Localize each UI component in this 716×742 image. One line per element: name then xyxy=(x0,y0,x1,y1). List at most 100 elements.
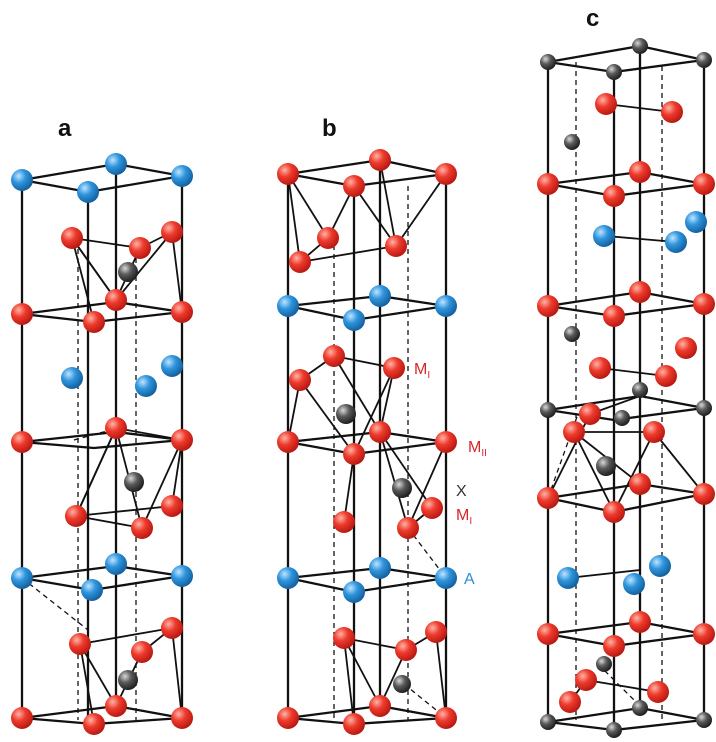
m-atom-red xyxy=(603,635,625,657)
m-atom-red xyxy=(629,281,651,303)
x-atom-gray xyxy=(632,700,648,716)
m-atom-red xyxy=(317,227,339,249)
a-atom-blue xyxy=(135,375,157,397)
label-x: X xyxy=(456,483,467,500)
m-atom-red xyxy=(397,517,419,539)
m-atom-red xyxy=(105,417,127,439)
m-atom-red xyxy=(129,237,151,259)
m-atom-red xyxy=(385,235,407,257)
panel-b-atoms xyxy=(277,149,457,735)
m-atom-red xyxy=(537,173,559,195)
m-atom-red xyxy=(537,623,559,645)
m-atom-red xyxy=(575,669,597,691)
m-atom-red xyxy=(131,641,153,663)
m-atom-red xyxy=(595,93,617,115)
a-atom-blue xyxy=(105,153,127,175)
m-atom-red xyxy=(161,617,183,639)
x-atom-gray xyxy=(564,326,580,342)
m-atom-red xyxy=(333,511,355,533)
m-atom-red xyxy=(693,483,715,505)
m-atom-red xyxy=(11,431,33,453)
x-atom-gray xyxy=(632,382,648,398)
a-atom-blue xyxy=(11,567,33,589)
m-atom-red xyxy=(563,421,585,443)
m-atom-red xyxy=(643,421,665,443)
m-atom-red xyxy=(589,357,611,379)
m-atom-red xyxy=(277,163,299,185)
x-atom-gray xyxy=(632,38,648,54)
m-atom-red xyxy=(579,403,601,425)
x-atom-gray xyxy=(540,402,556,418)
m-atom-red xyxy=(61,227,83,249)
m-atom-red xyxy=(131,517,153,539)
a-atom-blue xyxy=(105,553,127,575)
m-atom-red xyxy=(661,101,683,123)
panel-b-octahedra-bonds xyxy=(287,159,447,725)
m-atom-red xyxy=(435,431,457,453)
m-atom-red xyxy=(343,175,365,197)
x-atom-gray xyxy=(606,722,622,738)
m-atom-red xyxy=(537,487,559,509)
x-atom-gray xyxy=(564,134,580,150)
m-atom-red xyxy=(323,345,345,367)
x-atom-gray xyxy=(124,472,144,492)
m-atom-red xyxy=(603,501,625,523)
x-atom-gray xyxy=(614,410,630,426)
m-atom-red xyxy=(83,713,105,735)
label-a: A xyxy=(464,571,475,588)
a-atom-blue xyxy=(81,579,103,601)
m-atom-red xyxy=(395,639,417,661)
x-atom-gray xyxy=(392,478,412,498)
m-atom-red xyxy=(161,495,183,517)
a-atom-blue xyxy=(369,285,391,307)
panel-b-site-labels: MI MII X MI A xyxy=(414,361,487,588)
x-atom-gray xyxy=(118,670,138,690)
m-atom-red xyxy=(383,357,405,379)
m-atom-red xyxy=(105,695,127,717)
m-atom-red xyxy=(693,293,715,315)
a-atom-blue xyxy=(685,211,707,233)
m-atom-red xyxy=(65,505,87,527)
a-atom-blue xyxy=(435,567,457,589)
m-atom-red xyxy=(629,473,651,495)
m-atom-red xyxy=(693,173,715,195)
m-atom-red xyxy=(333,627,355,649)
a-atom-blue xyxy=(557,567,579,589)
m-atom-red xyxy=(343,713,365,735)
m-atom-red xyxy=(11,303,33,325)
x-atom-gray xyxy=(118,262,138,282)
m-atom-red xyxy=(289,369,311,391)
x-atom-gray xyxy=(393,675,411,693)
panel-c-atoms xyxy=(537,38,715,738)
a-atom-blue xyxy=(161,355,183,377)
a-atom-blue xyxy=(277,295,299,317)
m-atom-red xyxy=(105,289,127,311)
m-atom-red xyxy=(425,621,447,643)
m-atom-red xyxy=(537,295,559,317)
x-atom-gray xyxy=(596,656,612,672)
m-atom-red xyxy=(655,365,677,387)
m-atom-red xyxy=(83,311,105,333)
m-atom-red xyxy=(11,707,33,729)
m-atom-red xyxy=(369,149,391,171)
a-atom-blue xyxy=(649,555,671,577)
panel-a-label: a xyxy=(58,115,72,142)
m-atom-red xyxy=(647,681,669,703)
m-atom-red xyxy=(675,337,697,359)
a-atom-blue xyxy=(435,295,457,317)
m-atom-red xyxy=(69,633,91,655)
a-atom-blue xyxy=(11,169,33,191)
m-atom-red xyxy=(435,163,457,185)
label-m2: MII xyxy=(468,439,487,459)
m-atom-red xyxy=(421,497,443,519)
m-atom-red xyxy=(277,707,299,729)
x-atom-gray xyxy=(540,714,556,730)
m-atom-red xyxy=(369,421,391,443)
panel-b-label: b xyxy=(322,115,337,142)
a-atom-blue xyxy=(171,565,193,587)
panel-c: c xyxy=(537,5,715,738)
m-atom-red xyxy=(171,707,193,729)
m-atom-red xyxy=(629,161,651,183)
panel-a: a xyxy=(11,115,193,735)
